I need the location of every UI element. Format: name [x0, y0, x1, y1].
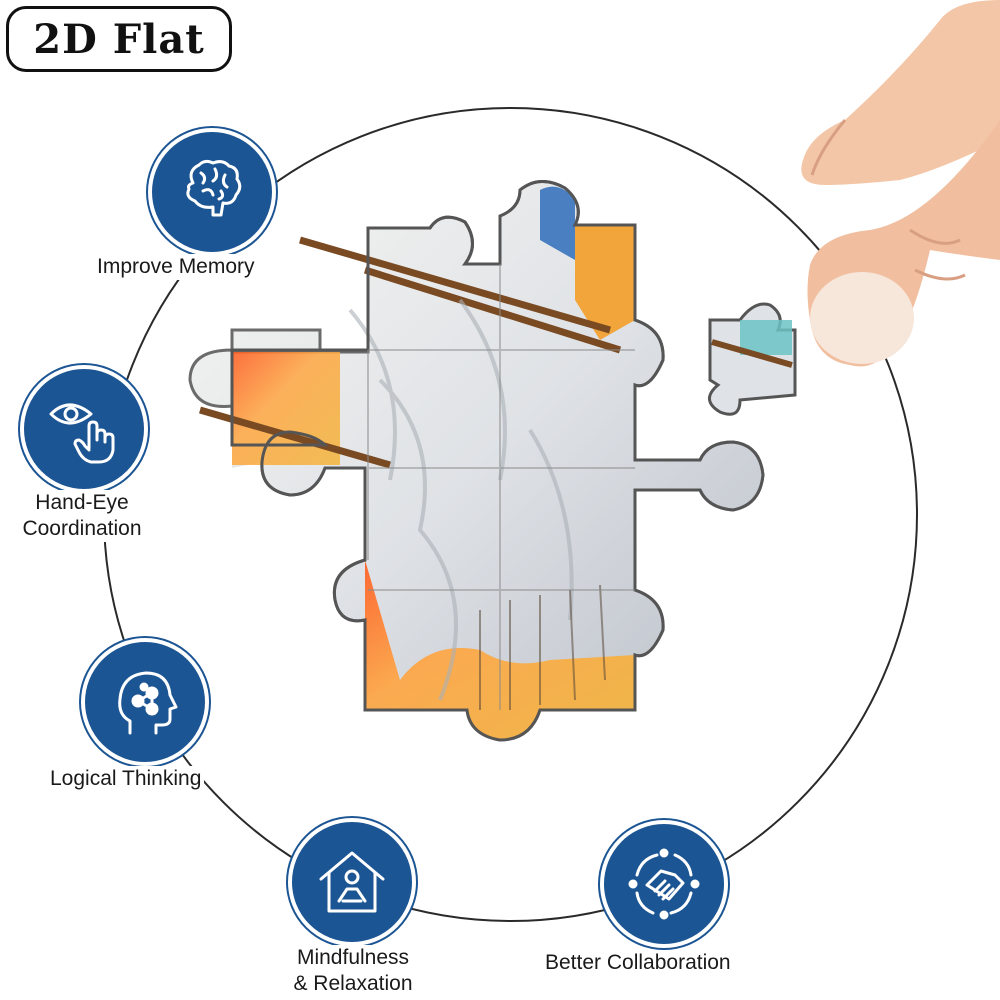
- mindfulness-circle: [288, 818, 416, 946]
- head-molecule-icon: [118, 671, 178, 735]
- collaboration-circle: [600, 820, 728, 948]
- eye-hand-icon: [49, 403, 115, 464]
- mindfulness-label: Mindfulness & Relaxation: [273, 945, 433, 997]
- mindfulness-label-line2: & Relaxation: [293, 972, 413, 995]
- badge-label: 2D Flat: [33, 15, 205, 63]
- logic-circle: [81, 638, 209, 766]
- memory-label: Improve Memory: [94, 254, 258, 280]
- product-type-badge: 2D Flat: [6, 6, 232, 72]
- loose-puzzle-piece: [708, 302, 797, 416]
- handshake-icon: [628, 848, 700, 920]
- mindfulness-label-line1: Mindfulness: [296, 946, 410, 969]
- hand-eye-circle: [20, 365, 148, 493]
- puzzle-pieces-illustration: [188, 180, 797, 742]
- logic-label: Logical Thinking: [47, 766, 205, 792]
- hand-illustration: [801, 0, 1000, 367]
- hand-eye-label-line2: Coordination: [22, 517, 142, 540]
- collaboration-label: Better Collaboration: [542, 950, 734, 976]
- hand-eye-label-line1: Hand-Eye: [35, 491, 129, 514]
- brain-icon: [186, 159, 242, 217]
- hand-eye-label: Hand-Eye Coordination: [0, 490, 164, 542]
- memory-circle: [148, 128, 276, 256]
- house-person-icon: [319, 851, 385, 913]
